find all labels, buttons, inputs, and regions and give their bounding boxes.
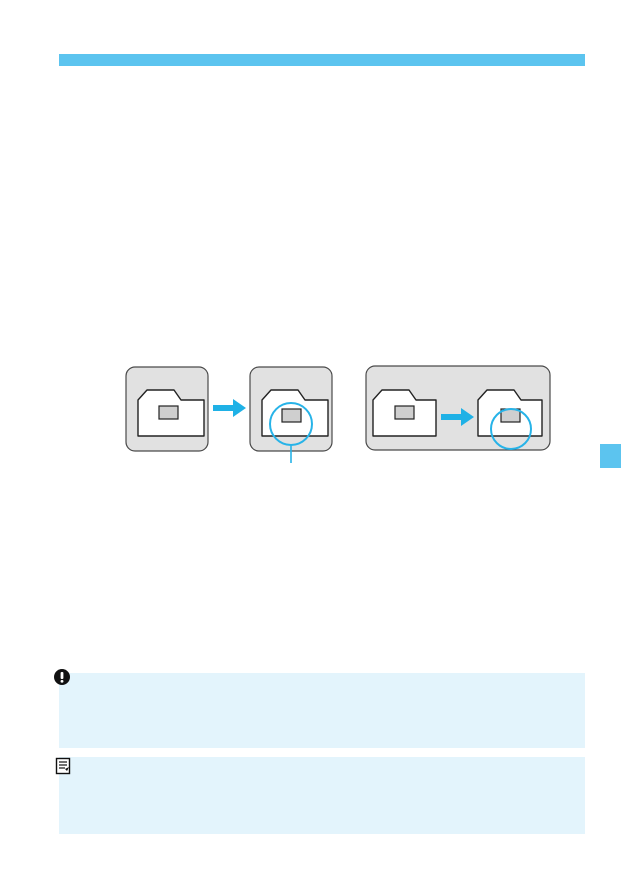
left-inner-rect-after [281, 408, 302, 423]
memo-icon [55, 757, 71, 775]
left-inner-rect-before [158, 405, 179, 420]
left-diagram-group [125, 366, 333, 463]
right-arrow-icon[interactable] [441, 408, 474, 426]
left-arrow-icon[interactable] [213, 399, 246, 417]
caution-note-box [54, 669, 585, 748]
right-circle-highlight-icon [490, 408, 532, 450]
folder-conversion-diagram [125, 365, 551, 463]
right-inner-rect-before [394, 405, 415, 420]
caution-icon [54, 669, 70, 685]
memo-note-box [55, 757, 585, 834]
section-color-bar [59, 54, 585, 66]
chapter-index-tab[interactable] [600, 444, 621, 468]
right-diagram-group [365, 365, 551, 451]
